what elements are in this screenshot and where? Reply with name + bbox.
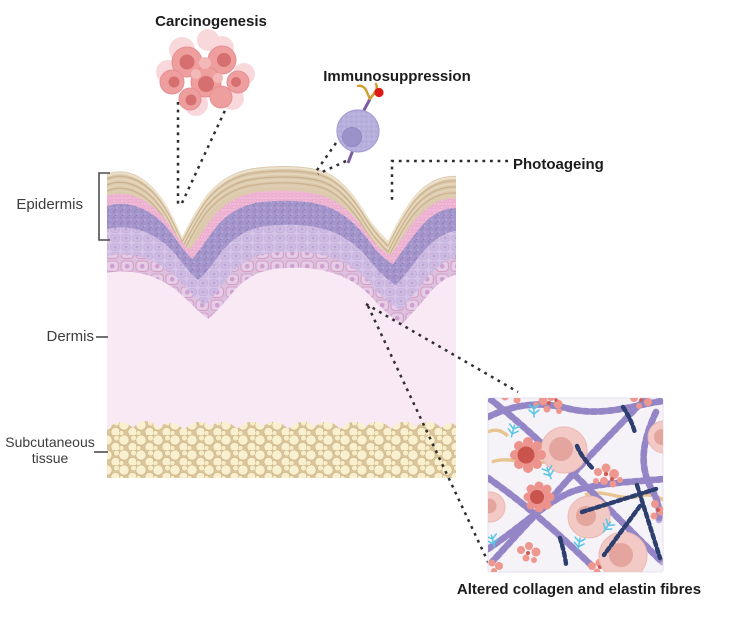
inset-dashed-line-1 (365, 302, 519, 394)
antibody-icon (356, 82, 378, 101)
altered-fibres-label: Altered collagen and elastin fibres (456, 581, 702, 598)
subcutaneous-fat-layer (107, 421, 456, 478)
photoageing-label: Photoageing (513, 156, 604, 173)
dermis-label: Dermis (46, 328, 95, 345)
immunosuppression-label: Immunosuppression (323, 68, 471, 85)
subcutaneous-tissue-label: Subcutaneous tissue (5, 434, 95, 466)
tumor-cell-cluster-icon (156, 29, 255, 116)
immunosuppression-dashed-line-2 (317, 159, 347, 176)
photoageing-dashed-line (390, 159, 508, 203)
elastin-bead-chains (557, 404, 663, 567)
subcutaneous-label-line1: Subcutaneous (5, 434, 95, 450)
epidermis-label: Epidermis (16, 196, 83, 213)
epidermis-bracket (98, 172, 110, 241)
immunosuppression-dashed-line-1 (313, 142, 338, 174)
antigen-icon (374, 87, 384, 98)
damaged-cell-fragments (488, 398, 663, 572)
skin-cross-section-illustration (106, 165, 457, 478)
subcutaneous-label-line2: tissue (31, 450, 69, 466)
damaged-fibroblasts (510, 437, 555, 513)
collagen-elastin-inset-illustration (487, 397, 664, 573)
immune-cell-icon (336, 82, 384, 164)
inset-dashed-line-2 (366, 305, 491, 565)
carcinogenesis-label: Carcinogenesis (155, 13, 267, 30)
carcinogenesis-dashed-line-2 (180, 103, 230, 204)
